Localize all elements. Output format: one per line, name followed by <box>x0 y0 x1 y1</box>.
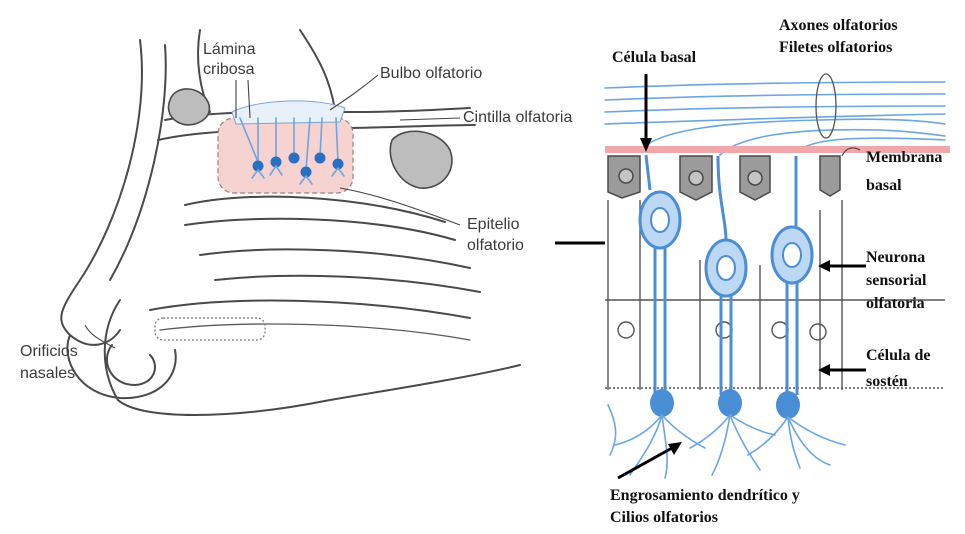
nasal-cavity-illustration <box>61 30 520 415</box>
epitelio-olfatorio-label-2: olfatorio <box>467 237 524 254</box>
membrana-basal-label-1: Membrana <box>866 149 942 166</box>
orificios-nasales-label-2: nasales <box>20 365 75 382</box>
neurona-sensorial-label-1: Neurona <box>866 249 925 266</box>
filetes-olfatorios-label: Filetes olfatorios <box>779 39 892 56</box>
neurona-sensorial-label-3: olfatoria <box>866 295 925 312</box>
engrosamiento-label-1: Engrosamiento dendrítico y <box>610 487 800 504</box>
orificios-nasales-label-1: Orificios <box>20 343 78 360</box>
celula-sosten-label-1: Célula de <box>866 347 930 364</box>
lamina-cribosa-label-1: Lámina <box>203 41 256 58</box>
celula-sosten-label-2: sostén <box>866 373 908 390</box>
epitelio-olfatorio-label-1: Epitelio <box>467 216 520 233</box>
celula-basal-label: Célula basal <box>612 49 697 66</box>
membrana-basal-label-2: basal <box>866 177 902 194</box>
bulbo-olfatorio-label: Bulbo olfatorio <box>380 65 482 82</box>
cintilla-olfatoria-label: Cintilla olfatoria <box>463 109 572 126</box>
neurona-sensorial-label-2: sensorial <box>866 272 927 289</box>
lamina-cribosa-label-2: cribosa <box>203 61 255 78</box>
engrosamiento-label-2: Cilios olfatorios <box>610 509 718 526</box>
axones-olfatorios-label: Axones olfatorios <box>779 17 898 34</box>
